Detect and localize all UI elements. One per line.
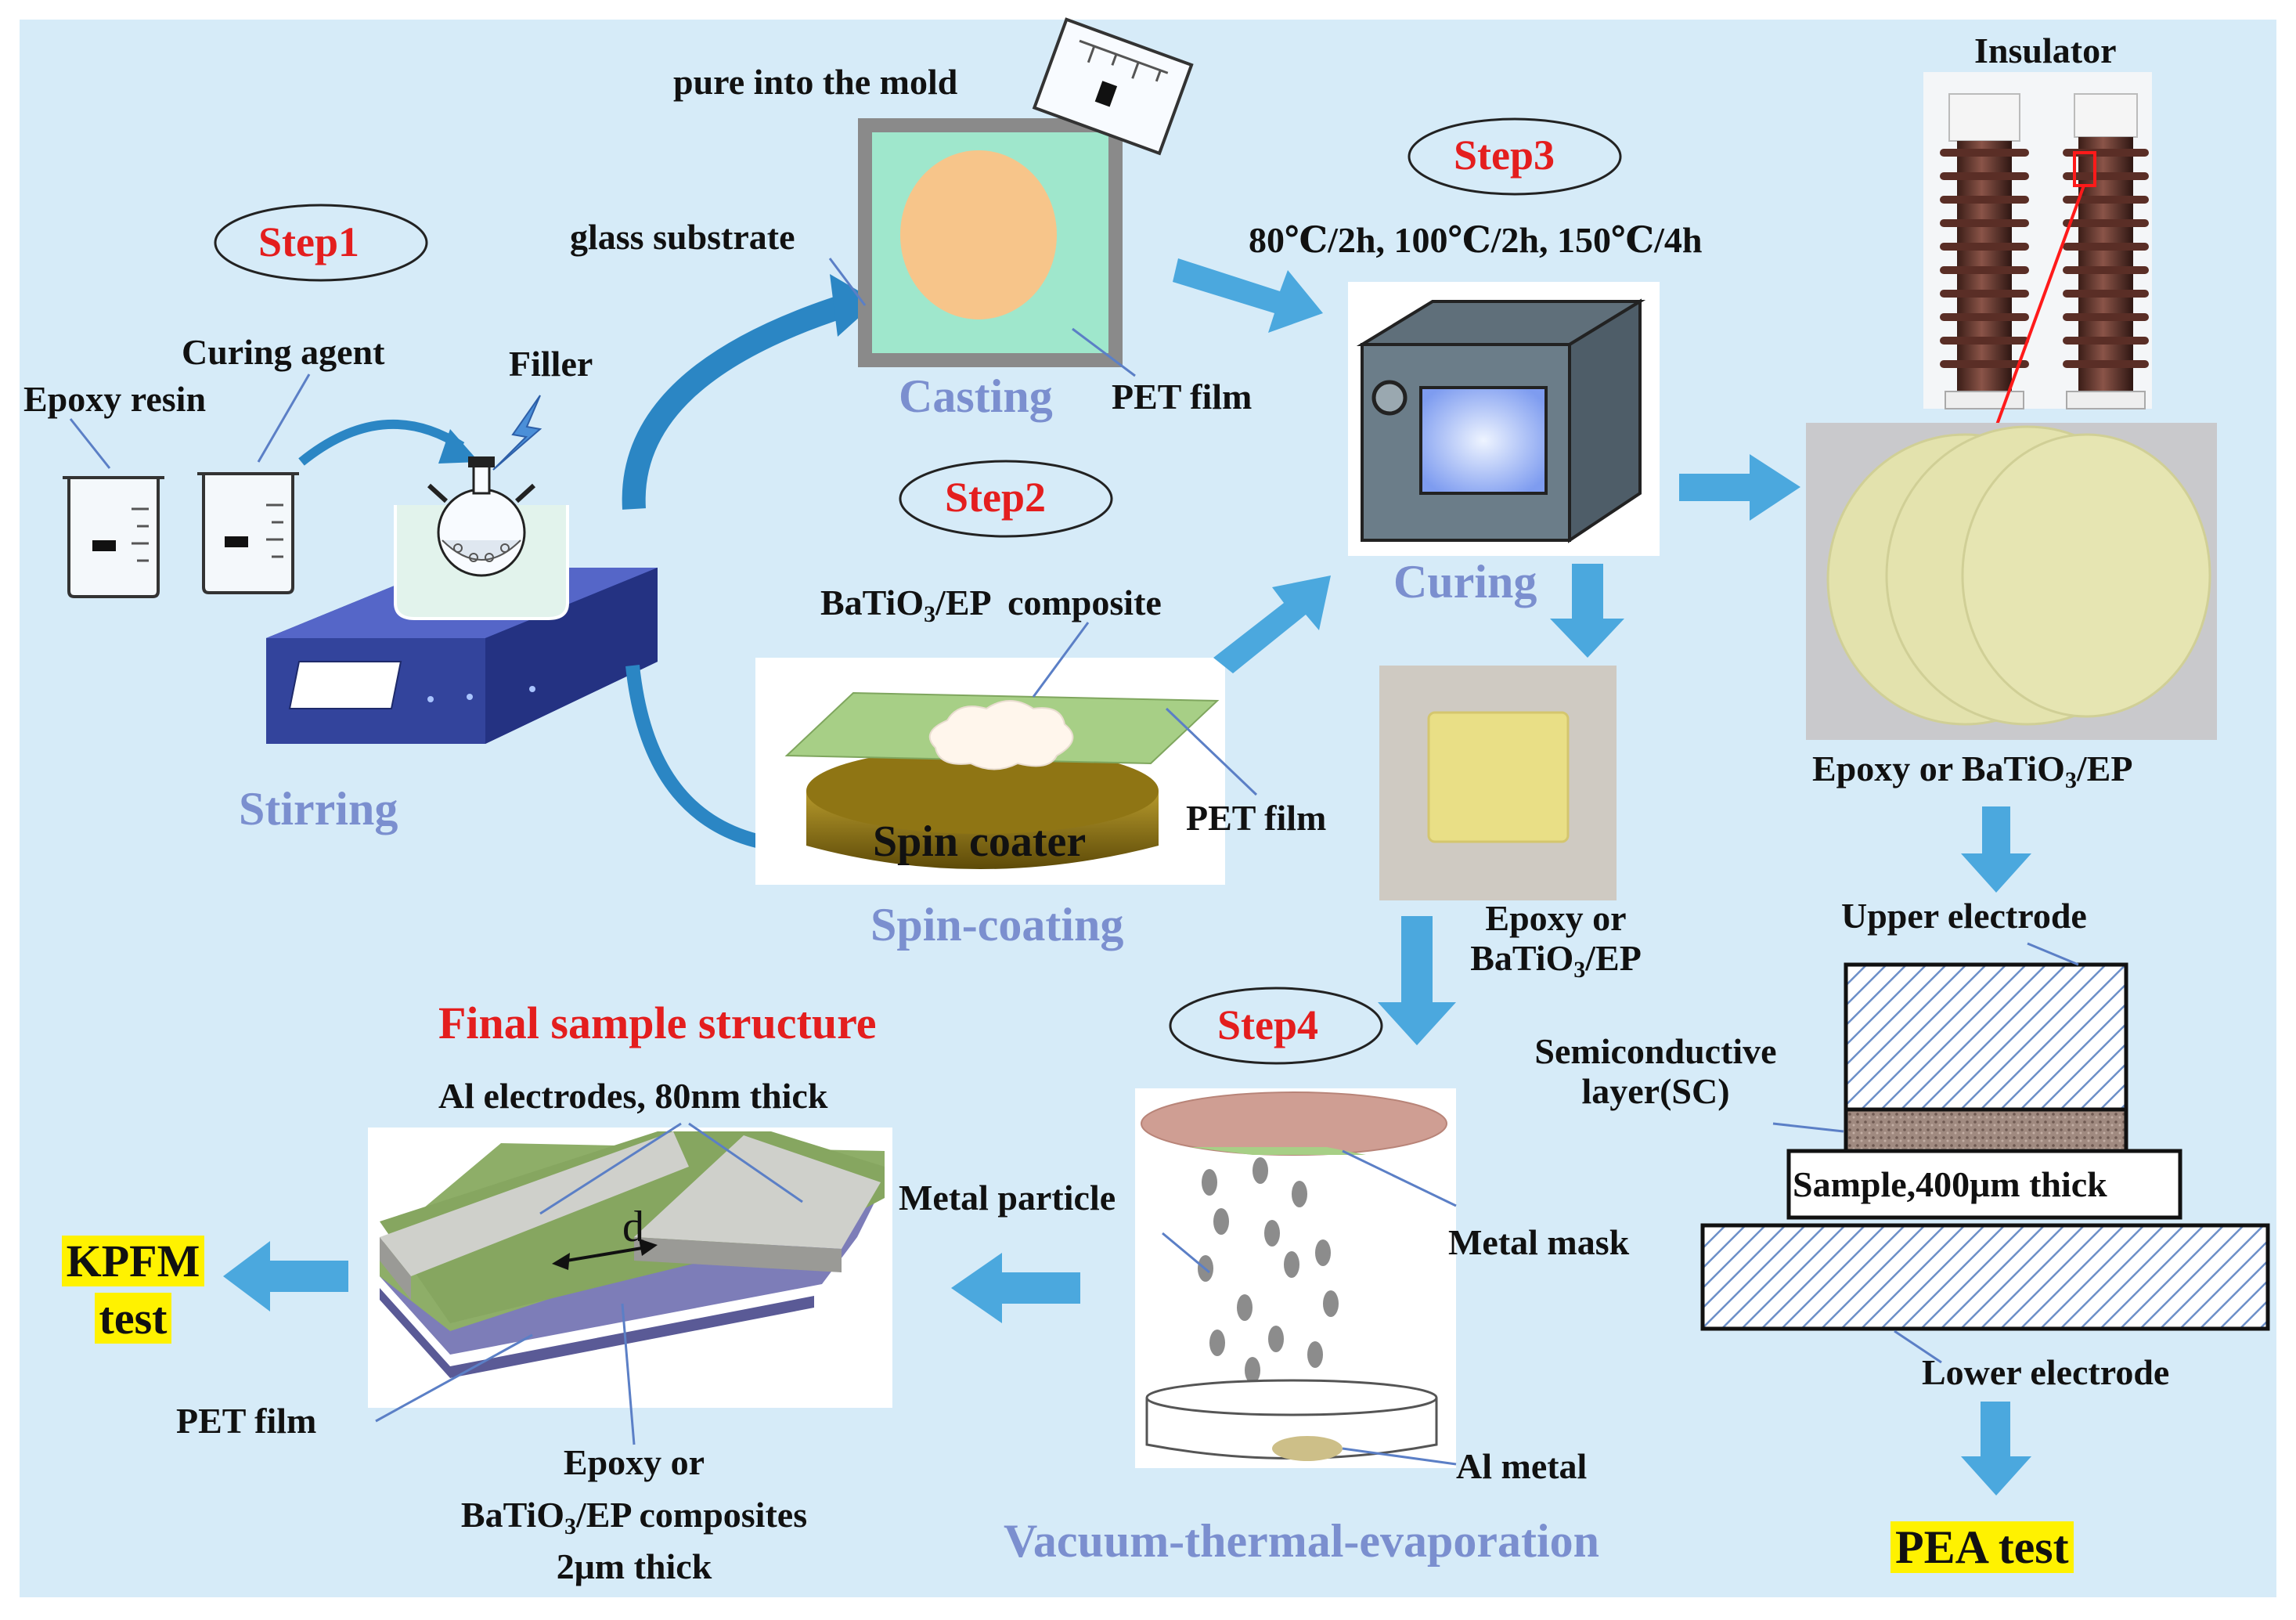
pointer-electrode-right	[688, 1122, 803, 1203]
upper-electrode-label: Upper electrode	[1841, 896, 2087, 936]
filler-lightning-icon	[492, 395, 542, 471]
insulator-icon	[1940, 93, 2149, 428]
epoxy-resin-label: Epoxy resin	[23, 379, 207, 419]
gap-d-label: d	[622, 1203, 644, 1251]
pour-arrow	[298, 419, 465, 466]
beaker-epoxy-icon	[63, 476, 164, 598]
arrow-to-spin	[625, 665, 784, 853]
oven-icon	[1356, 298, 1646, 543]
pointer-sc-layer	[1772, 1122, 1844, 1133]
disc-sample-3	[1961, 433, 2211, 718]
arrow-to-casting-head	[830, 274, 877, 337]
metal-mask-label: Metal mask	[1448, 1222, 1630, 1262]
pointer-al-metal	[1342, 1447, 1457, 1466]
pea-semiconductive-layer	[1844, 1107, 2128, 1153]
arrow-to-pea-test	[1961, 1402, 2031, 1496]
arrow-to-pea	[1961, 806, 2031, 893]
evaporation-label: Vacuum-thermal-evaporation	[1004, 1515, 1600, 1567]
arrow-to-kpfm	[223, 1241, 348, 1312]
step1-label: Step1	[258, 218, 360, 265]
final-title-label: Final sample structure	[438, 998, 877, 1048]
filler-label: Filler	[509, 344, 593, 384]
magnetic-stirrer-icon	[266, 456, 658, 744]
step3-oval	[1408, 117, 1622, 196]
spin-coater-label: Spin coater	[873, 817, 1087, 866]
arrow-casting-to-oven	[1173, 258, 1323, 333]
pea-sample-layer	[1786, 1149, 2182, 1220]
pet-film-spin-label: PET film	[1186, 798, 1327, 838]
pour-label: pure into the mold	[673, 62, 958, 102]
pointer-upper-electrode	[2027, 942, 2079, 966]
pet-film-casting-label: PET film	[1112, 377, 1253, 417]
pointer-glass	[828, 258, 867, 306]
pet-film-final-label: PET film	[176, 1401, 317, 1441]
arrow-oven-to-samples	[1679, 454, 1800, 521]
casting-label: Casting	[899, 370, 1053, 422]
evaporation-icon	[1141, 1091, 1447, 1461]
curing-label: Curing	[1393, 556, 1537, 608]
pointer-curing-agent	[257, 373, 311, 463]
metal-particle-label: Metal particle	[899, 1178, 1116, 1218]
pointer-pet-spin	[1165, 707, 1258, 796]
arrow-to-casting	[622, 294, 849, 510]
beaker-curing-agent-icon	[197, 472, 299, 594]
insulator-label: Insulator	[1974, 31, 2117, 70]
al-electrodes-label: Al electrodes, 80nm thick	[438, 1076, 828, 1116]
curing-schedule-label: 80℃/2h, 100℃/2h, 150℃/4h	[1249, 220, 1703, 260]
pointer-electrode-left	[539, 1122, 682, 1215]
spin-coater-icon	[784, 691, 1220, 869]
pouring-beaker-icon	[1032, 17, 1194, 156]
casting-sample	[900, 150, 1057, 319]
stirring-label: Stirring	[239, 783, 398, 835]
pour-arrowhead	[438, 429, 479, 464]
composite-label: BaTiO3/EP composite	[820, 583, 1162, 627]
pointer-epoxy	[69, 418, 111, 469]
step3-label: Step3	[1454, 132, 1555, 179]
arrow-to-evaporation	[1378, 916, 1456, 1045]
pointer-metal-mask	[1342, 1149, 1457, 1207]
arrow-oven-down	[1550, 564, 1624, 658]
step2-label: Step2	[945, 474, 1047, 521]
pea-upper-electrode	[1844, 962, 2128, 1112]
cured-sample-square	[1427, 711, 1570, 843]
step4-label: Step4	[1217, 1001, 1319, 1048]
lower-electrode-label: Lower electrode	[1922, 1352, 2170, 1392]
step4-oval	[1169, 987, 1383, 1065]
glass-substrate-label: glass substrate	[570, 217, 795, 257]
pea-lower-electrode	[1700, 1223, 2270, 1331]
pea-test-label: PEA test	[1891, 1521, 2074, 1573]
pointer-composite	[1032, 622, 1090, 698]
arrow-spin-to-oven	[1213, 575, 1331, 673]
pointer-composite-final	[621, 1303, 636, 1445]
arrow-to-final	[951, 1253, 1080, 1323]
pointer-metal-particle	[1162, 1232, 1210, 1274]
curing-agent-label: Curing agent	[182, 332, 385, 372]
pointer-pet-casting	[1072, 327, 1136, 377]
step1-oval	[214, 204, 428, 282]
spin-coating-label: Spin-coating	[870, 899, 1124, 951]
pointer-lower-electrode	[1894, 1330, 1942, 1364]
step2-oval	[899, 460, 1113, 538]
disc-sample-label: Epoxy or BaTiO3/EP	[1812, 749, 2133, 793]
pointer-pet-final	[375, 1333, 533, 1423]
al-metal-label: Al metal	[1456, 1446, 1588, 1486]
pea-sample-label: Sample,400μm thick	[1793, 1164, 2107, 1204]
